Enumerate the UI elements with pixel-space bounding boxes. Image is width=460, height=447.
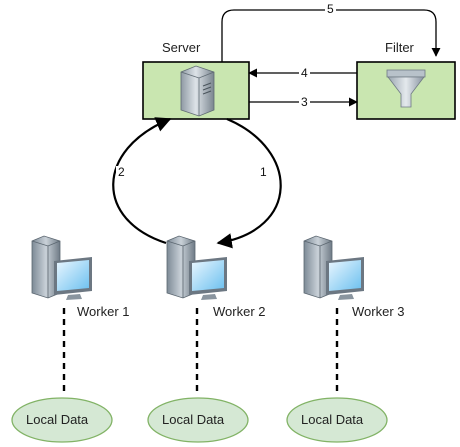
local-data-ellipse-3 bbox=[286, 397, 388, 443]
local-data-label-3: Local Data bbox=[301, 412, 364, 427]
worker-label-2: Worker 2 bbox=[213, 304, 266, 319]
workstation-icon bbox=[166, 235, 227, 300]
local-data-label-2: Local Data bbox=[162, 412, 225, 427]
edge-label-2: 2 bbox=[116, 165, 127, 179]
edge-2 bbox=[112, 117, 172, 245]
edge-label-4: 4 bbox=[299, 66, 310, 80]
worker-label-1: Worker 1 bbox=[77, 304, 130, 319]
edge-1 bbox=[216, 117, 282, 249]
server-label: Server bbox=[162, 40, 201, 55]
edge-label-5: 5 bbox=[325, 2, 336, 16]
local-data-label-1: Local Data bbox=[26, 412, 89, 427]
local-data-ellipse-1 bbox=[11, 397, 113, 443]
server-icon bbox=[180, 65, 215, 117]
local-data-ellipse-2 bbox=[147, 397, 249, 443]
filter-label: Filter bbox=[385, 40, 414, 55]
edge-label-3: 3 bbox=[299, 95, 310, 109]
funnel-icon bbox=[386, 69, 426, 108]
worker-label-3: Worker 3 bbox=[352, 304, 405, 319]
workstation-icon bbox=[31, 235, 92, 300]
workstation-icon bbox=[303, 235, 364, 300]
edge-label-1: 1 bbox=[258, 165, 269, 179]
